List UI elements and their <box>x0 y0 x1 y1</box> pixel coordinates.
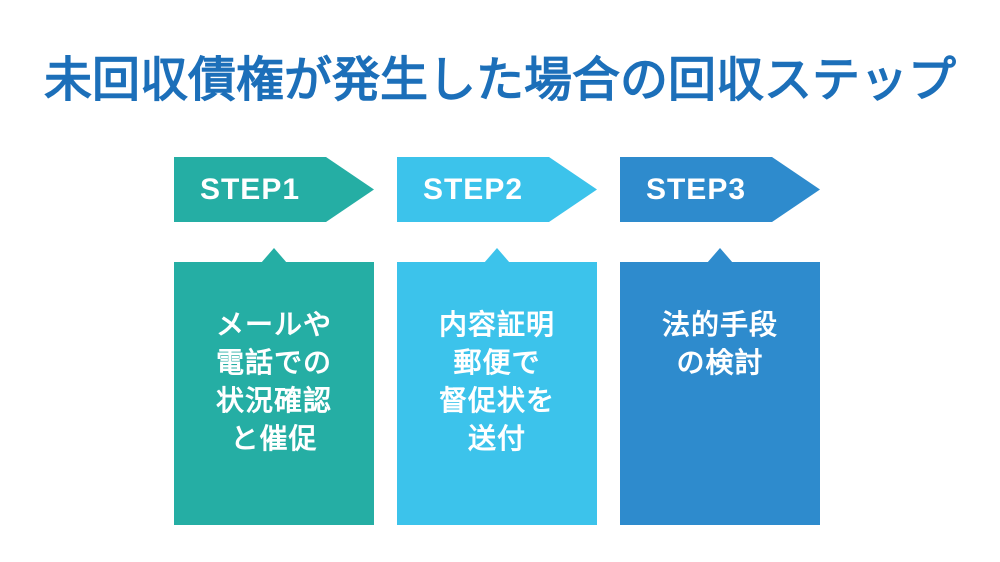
step1-arrow-banner: STEP1 <box>174 157 374 222</box>
step2-pointer-triangle <box>484 248 510 263</box>
step1-card: メールや 電話での 状況確認 と催促 <box>174 262 374 525</box>
step3-label: STEP3 <box>645 172 747 206</box>
step1-column: STEP1 メールや 電話での 状況確認 と催促 <box>174 157 374 525</box>
step3-column: STEP3 法的手段 の検討 <box>620 157 820 525</box>
step3-pointer-triangle <box>707 248 733 263</box>
step1-label: STEP1 <box>199 172 301 206</box>
step3-description: 法的手段 の検討 <box>661 309 778 378</box>
step1-pointer-triangle <box>261 248 287 263</box>
page-title: 未回収債権が発生した場合の回収ステップ <box>44 54 957 107</box>
step2-card: 内容証明 郵便で 督促状を 送付 <box>397 262 597 525</box>
step1-description: メールや 電話での 状況確認 と催促 <box>215 309 332 454</box>
step2-arrow-banner: STEP2 <box>397 157 597 222</box>
step3-card: 法的手段 の検討 <box>620 262 820 525</box>
step2-column: STEP2 内容証明 郵便で 督促状を 送付 <box>397 157 597 525</box>
step3-arrow-banner: STEP3 <box>620 157 820 222</box>
step2-description: 内容証明 郵便で 督促状を 送付 <box>438 309 555 454</box>
step2-label: STEP2 <box>422 172 524 206</box>
